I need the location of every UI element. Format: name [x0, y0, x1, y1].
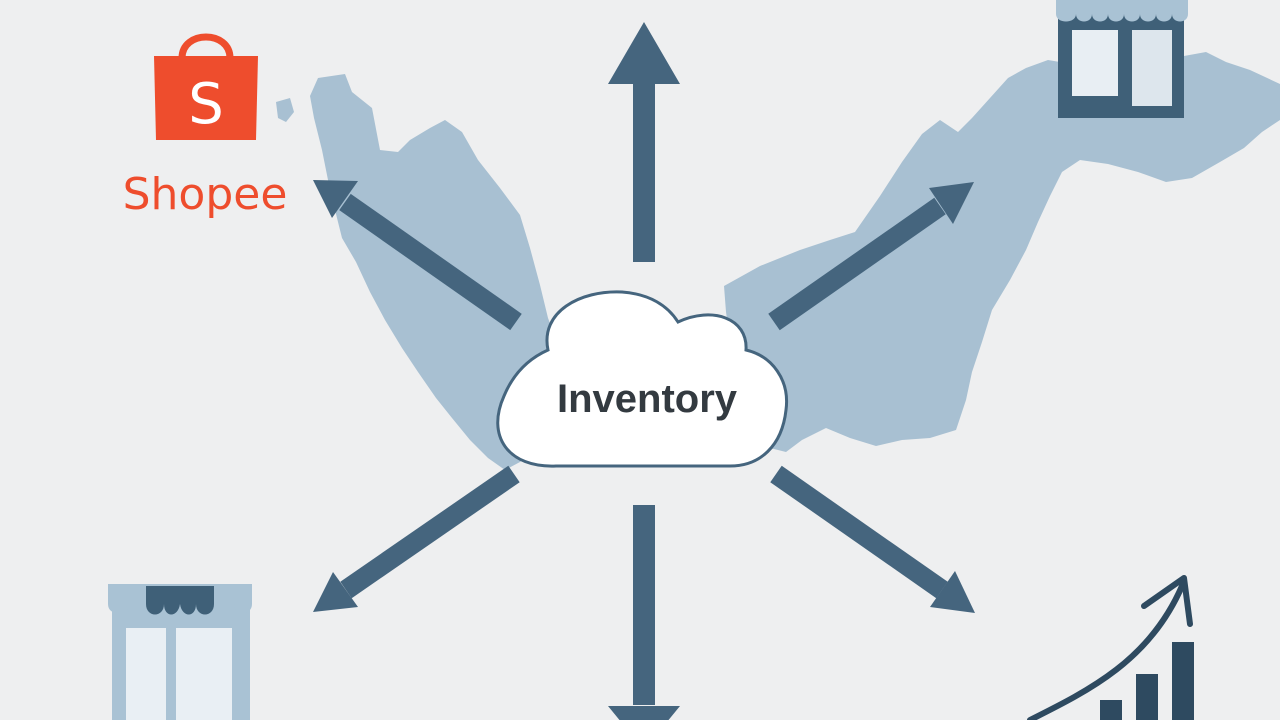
growth-bar: [1172, 642, 1194, 720]
arrow-up-right-icon: [768, 182, 974, 331]
shopee-wordmark: Shopee: [123, 169, 288, 220]
growth-arrowhead: [1141, 575, 1193, 627]
shopee-bag-icon: [154, 56, 258, 140]
storefront-door: [1132, 30, 1172, 106]
arrow-down-left-icon: [313, 465, 520, 612]
arrow-down-icon: [608, 505, 680, 720]
growth-curve: [1027, 583, 1185, 720]
growth-bar: [1100, 700, 1122, 720]
storefront-door: [176, 628, 232, 720]
cloud-icon: [496, 290, 789, 468]
growth-chart-icon: [1027, 575, 1194, 720]
bag-handle: [178, 33, 234, 59]
borneo-map-shape: [724, 52, 1280, 452]
storefront-awning-center: [146, 586, 214, 615]
storefront-top-right: [1056, 0, 1188, 118]
arrow-down-right-icon: [770, 465, 975, 613]
shopee-logo: S Shopee: [123, 33, 288, 220]
arrow-up-left-icon: [313, 180, 522, 331]
arrow-up-icon: [608, 22, 680, 262]
storefront-window: [126, 628, 166, 720]
island-map-shape: [276, 98, 294, 122]
inventory-cloud: Inventory: [496, 290, 789, 468]
storefront-window: [1072, 30, 1118, 96]
growth-bar: [1136, 674, 1158, 720]
inventory-label: Inventory: [557, 377, 738, 421]
bag-letter: S: [188, 72, 224, 137]
storefront-awning: [1056, 0, 1188, 22]
storefront-bottom-left: [108, 584, 252, 720]
arrows: [313, 22, 975, 720]
